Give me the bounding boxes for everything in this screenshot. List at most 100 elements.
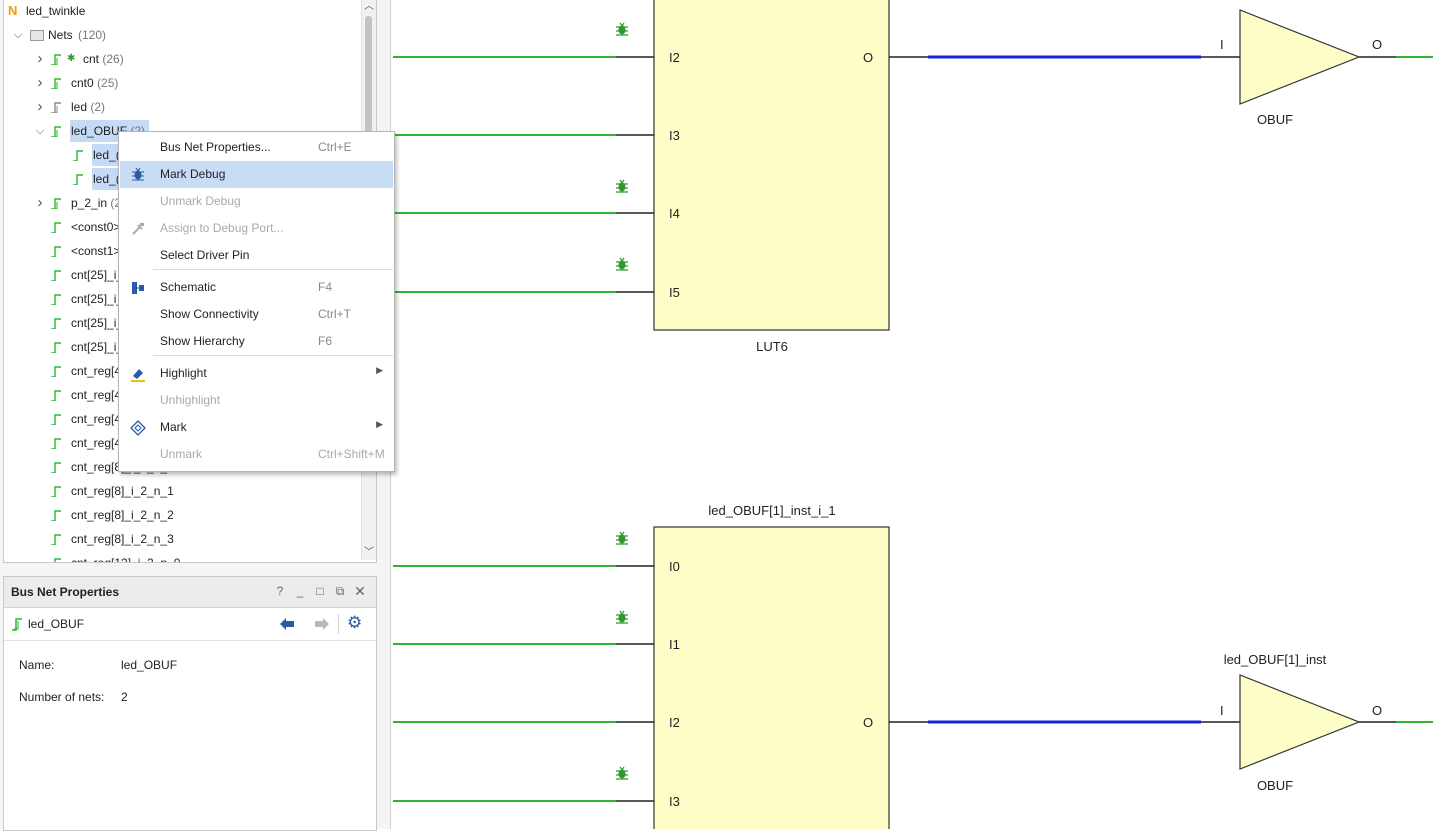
tree-net-item[interactable]: <const0> bbox=[4, 216, 364, 240]
net-count: (25) bbox=[97, 76, 119, 90]
scroll-down-arrow[interactable]: ﹀ bbox=[364, 547, 374, 558]
obuf-cell-bottom[interactable] bbox=[1239, 674, 1361, 770]
lut6-cell-top[interactable] bbox=[653, 0, 890, 331]
tree-item-label: cnt (26) bbox=[82, 48, 125, 70]
tree-item-label: cnt[25]_i_ bbox=[70, 264, 124, 286]
schematic-canvas[interactable]: I2 I3 I4 I5 O LUT6 I O OBUF led_OBUF[1]_… bbox=[391, 0, 1433, 829]
net-icon bbox=[51, 414, 61, 425]
menu-item-label: Assign to Debug Port... bbox=[160, 221, 284, 235]
chevron-right-icon[interactable]: › bbox=[37, 194, 43, 211]
menu-separator bbox=[153, 269, 393, 270]
tree-net-item[interactable]: cnt[25]_i_ bbox=[4, 312, 364, 336]
net-name: led_( bbox=[93, 172, 120, 186]
pin-label: O bbox=[1372, 37, 1382, 52]
cell-type-label: LUT6 bbox=[756, 339, 788, 354]
tree-net-item[interactable]: › cnt0 (25) bbox=[4, 72, 364, 96]
tree-item-label: cnt[25]_i_ bbox=[70, 336, 124, 358]
tree-net-item[interactable]: cnt_reg[4 bbox=[4, 360, 364, 384]
net-icon bbox=[51, 366, 61, 377]
tree-net-item[interactable]: cnt_reg[12]_i_2_n_0 bbox=[4, 552, 364, 563]
name-field-value: led_OBUF bbox=[121, 658, 178, 672]
minimize-icon[interactable]: _ bbox=[296, 584, 304, 598]
net-icon bbox=[51, 342, 61, 353]
menu-item-bus-net-properties[interactable]: Bus Net Properties...Ctrl+E bbox=[120, 134, 393, 161]
chevron-down-icon[interactable]: ⌵ bbox=[35, 125, 45, 137]
bus-net-icon bbox=[51, 126, 61, 137]
tree-item-label: cnt_reg[8]_i_2_n_3 bbox=[70, 528, 175, 550]
forward-arrow-icon[interactable] bbox=[314, 617, 330, 631]
tree-item-label: cnt_reg[4 bbox=[70, 408, 122, 430]
back-arrow-icon[interactable] bbox=[279, 617, 295, 631]
tree-net-item[interactable]: cnt[25]_i_ bbox=[4, 336, 364, 360]
menu-item-highlight[interactable]: Highlight▶ bbox=[120, 360, 393, 387]
pin-label: I bbox=[1220, 703, 1224, 718]
close-icon[interactable]: ✕ bbox=[354, 583, 366, 599]
help-icon[interactable]: ? bbox=[276, 584, 284, 598]
net-name: cnt_reg[12]_i_2_n_0 bbox=[71, 556, 181, 563]
tree-net-item[interactable]: cnt_reg[8]_i_2_n_1 bbox=[4, 480, 364, 504]
menu-item-label: Show Hierarchy bbox=[160, 334, 245, 348]
cell-instance-label: led_OBUF[1]_inst_i_1 bbox=[708, 503, 835, 518]
chevron-down-icon[interactable]: ⌵ bbox=[13, 29, 23, 41]
tree-net-item[interactable]: ›✱cnt (26) bbox=[4, 48, 364, 72]
menu-item-shortcut: Ctrl+E bbox=[318, 140, 352, 154]
tree-net-item[interactable]: cnt_reg[8]_i_2_n_3 bbox=[4, 528, 364, 552]
tree-net-item[interactable]: cnt_reg[4 bbox=[4, 408, 364, 432]
menu-item-mark-debug[interactable]: Mark Debug bbox=[120, 161, 393, 188]
tree-item-label: cnt0 (25) bbox=[70, 72, 119, 94]
menu-item-mark[interactable]: Mark▶ bbox=[120, 414, 393, 441]
tree-net-item[interactable]: › led (2) bbox=[4, 96, 364, 120]
tree-item-label: led (2) bbox=[70, 96, 106, 118]
net-count: (2) bbox=[90, 100, 106, 114]
tree-net-item[interactable]: cnt[25]_i_ bbox=[4, 288, 364, 312]
cell-instance-label: led_OBUF[1]_inst bbox=[1224, 652, 1327, 667]
tree-net-item[interactable]: <const1> bbox=[4, 240, 364, 264]
net-count: (26) bbox=[102, 52, 124, 66]
nets-folder[interactable]: ⌵ Nets (120) bbox=[12, 24, 132, 48]
obuf-cell-top[interactable] bbox=[1239, 9, 1361, 105]
menu-item-unmark-debug: Unmark Debug bbox=[120, 188, 393, 215]
net-name: cnt_reg[8]_i_2_n_1 bbox=[71, 484, 174, 498]
chevron-right-icon[interactable]: › bbox=[37, 74, 43, 91]
net-name: cnt0 bbox=[71, 76, 94, 90]
submenu-arrow-icon: ▶ bbox=[376, 419, 383, 429]
debug-bug-icon bbox=[615, 766, 629, 780]
float-window-icon[interactable]: ⧉ bbox=[335, 584, 345, 598]
net-icon bbox=[51, 486, 61, 497]
schematic-svg[interactable]: I2 I3 I4 I5 O LUT6 I O OBUF led_OBUF[1]_… bbox=[391, 0, 1433, 829]
menu-item-select-driver-pin[interactable]: Select Driver Pin bbox=[120, 242, 393, 269]
tree-net-item[interactable]: cnt_reg[8]_i_2_n_2 bbox=[4, 504, 364, 528]
properties-header: Bus Net Properties ? _ □ ⧉ ✕ bbox=[4, 577, 376, 608]
menu-item-label: Show Connectivity bbox=[160, 307, 259, 321]
net-name: cnt_reg[4 bbox=[71, 364, 122, 378]
folder-icon bbox=[30, 30, 44, 41]
net-name: cnt[25]_i_ bbox=[71, 292, 124, 306]
nets-count-value: 2 bbox=[121, 690, 128, 704]
net-name: cnt_reg[8]_i_2_n_2 bbox=[71, 508, 174, 522]
scroll-up-arrow[interactable]: ︿ bbox=[364, 1, 374, 12]
net-name: led_( bbox=[93, 148, 120, 162]
net-name: cnt_reg[8]_i_2_n_3 bbox=[71, 532, 174, 546]
lut-cell-bottom[interactable] bbox=[653, 526, 890, 829]
chevron-right-icon[interactable]: › bbox=[37, 98, 43, 115]
maximize-icon[interactable]: □ bbox=[316, 584, 324, 598]
chevron-right-icon[interactable]: › bbox=[37, 50, 43, 67]
menu-item-unhighlight: Unhighlight bbox=[120, 387, 393, 414]
menu-item-label: Unmark Debug bbox=[160, 194, 241, 208]
menu-item-shortcut: F6 bbox=[318, 334, 333, 348]
tree-net-item[interactable]: cnt_reg[4 bbox=[4, 384, 364, 408]
cell-type-label: OBUF bbox=[1257, 778, 1293, 793]
tree-item-label: cnt_reg[8]_i_2_n_1 bbox=[70, 480, 175, 502]
debug-bug-icon bbox=[615, 257, 629, 271]
menu-item-show-hierarchy[interactable]: Show Hierarchy F6 bbox=[120, 328, 393, 355]
pin-label: I0 bbox=[669, 559, 680, 574]
tree-net-item[interactable]: ›p_2_in (2 bbox=[4, 192, 364, 216]
settings-gear-icon[interactable]: ⚙ bbox=[347, 613, 363, 632]
pin-label: I3 bbox=[669, 794, 680, 809]
net-icon bbox=[51, 222, 61, 233]
tree-item-label: cnt_reg[12]_i_2_n_0 bbox=[70, 552, 181, 563]
tree-net-item[interactable]: cnt_reg[4 bbox=[4, 432, 364, 456]
tree-net-item[interactable]: cnt[25]_i_ bbox=[4, 264, 364, 288]
